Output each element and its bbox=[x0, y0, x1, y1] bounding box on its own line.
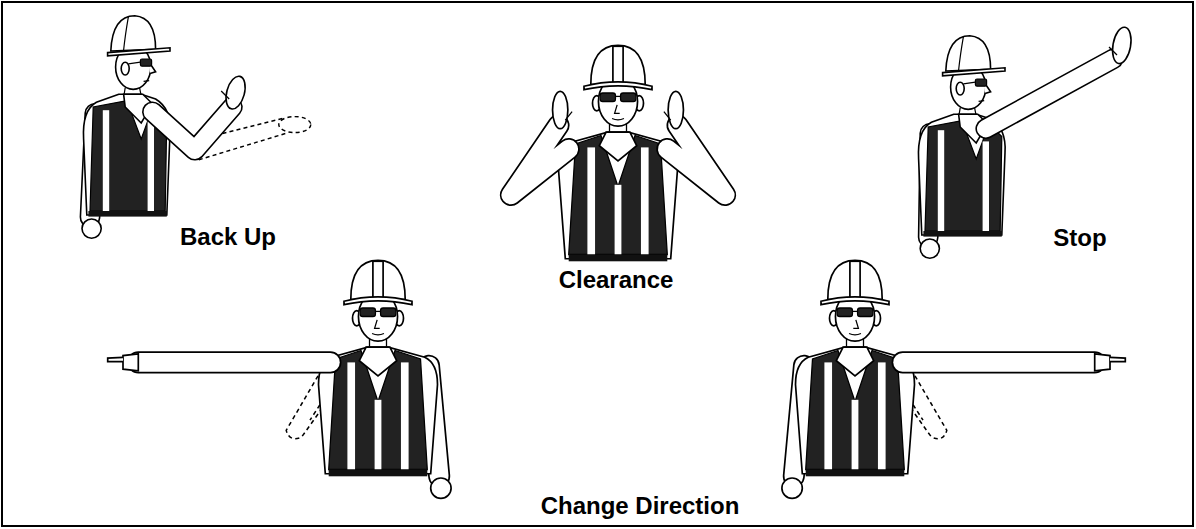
clearance-figure bbox=[511, 45, 725, 261]
figure-label: Clearance bbox=[559, 267, 674, 293]
change-direction-left-figure bbox=[108, 260, 451, 498]
stop-figure bbox=[918, 26, 1133, 258]
figure-label: Stop bbox=[1053, 225, 1106, 251]
figure-label: Back Up bbox=[180, 224, 276, 250]
back-up-figure bbox=[82, 16, 311, 238]
change-direction-right-figure bbox=[782, 260, 1125, 498]
figure-label: Change Direction bbox=[541, 493, 740, 519]
